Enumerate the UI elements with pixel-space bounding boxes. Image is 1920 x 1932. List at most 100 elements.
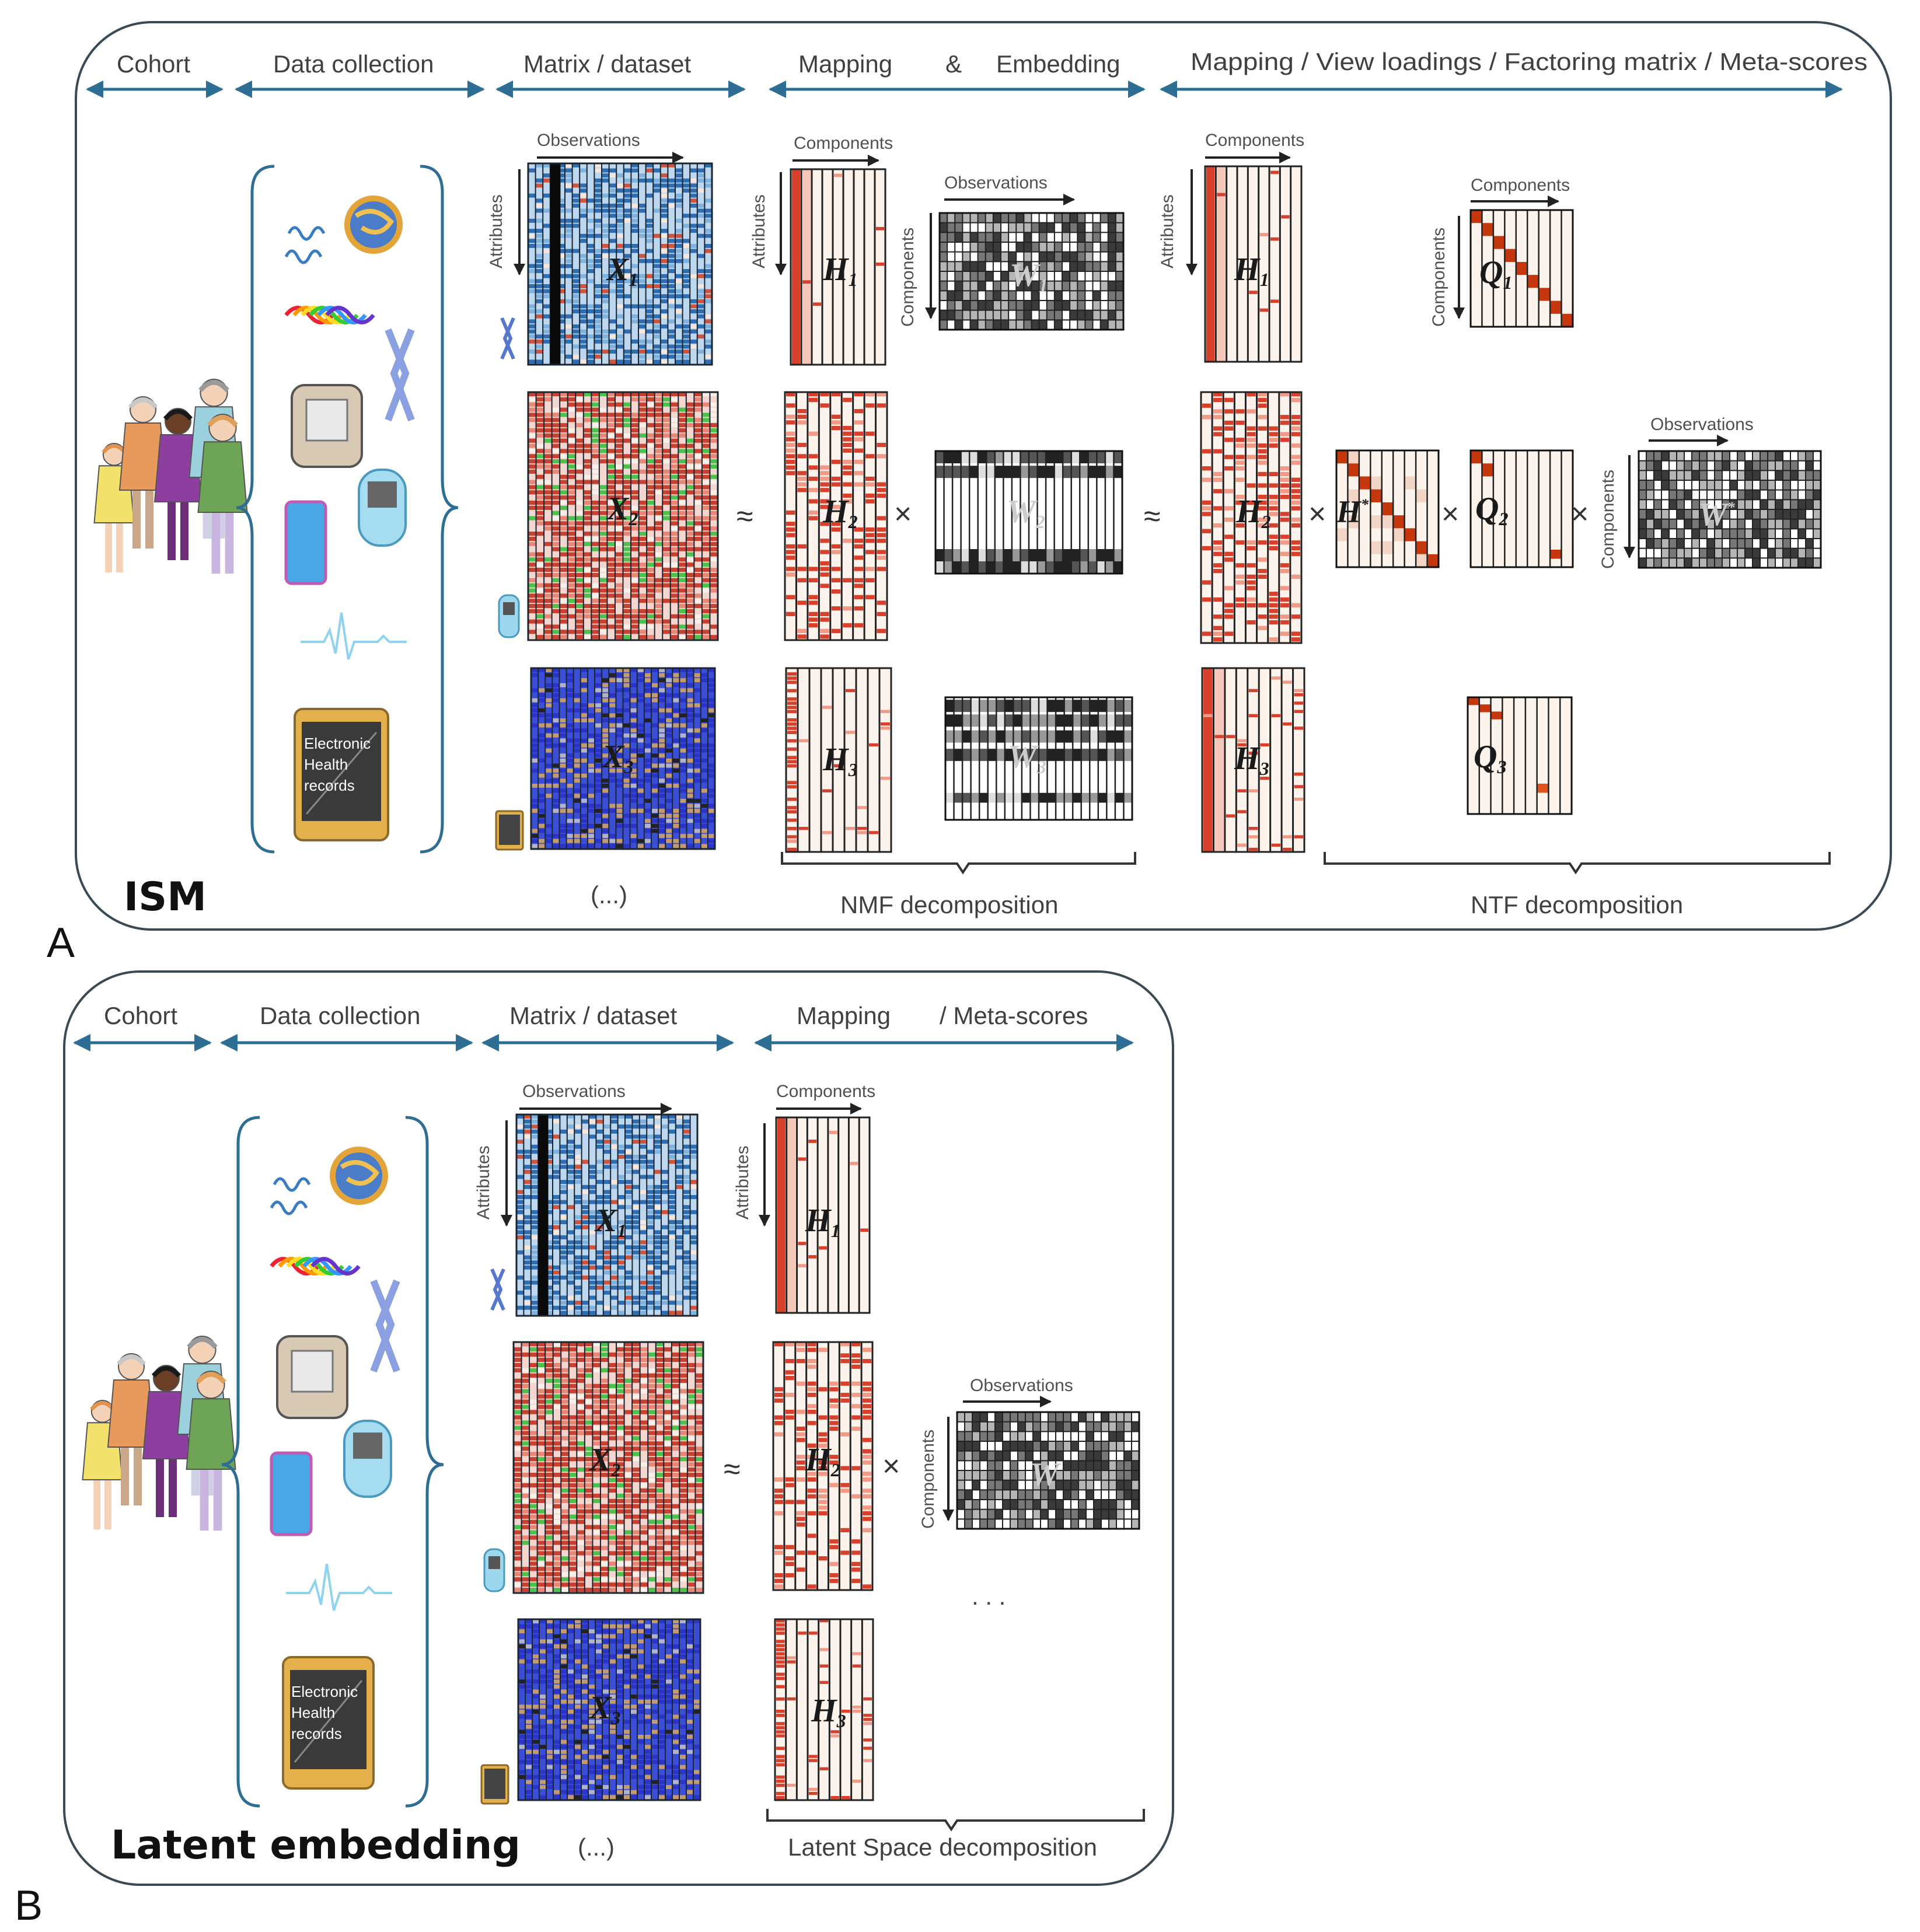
latent-brace <box>766 1809 1145 1832</box>
ntf-decomposition-label: NTF decomposition <box>1471 891 1683 918</box>
panel-a-letter: A <box>47 920 75 966</box>
b-matrix-w <box>956 1411 1140 1530</box>
b-header-matrix-dataset: Matrix / dataset <box>509 1002 677 1029</box>
ehr-line-1: Electronic <box>304 735 371 752</box>
b-times-operator: × <box>882 1449 900 1483</box>
w1-observations-label: Observations <box>944 173 1048 193</box>
h1-ntf-attributes-label: Attributes <box>1158 194 1177 268</box>
w3-symbol: W3 <box>1008 739 1046 777</box>
panel-b: Cohort Data collection Matrix / dataset … <box>63 970 1174 1886</box>
matrix-q2 <box>1469 449 1574 568</box>
hstar-symbol: H* <box>1336 494 1369 529</box>
b-h1-attributes-label: Attributes <box>733 1145 752 1220</box>
b-data-collection-icons <box>270 1147 400 1611</box>
q1-components-label-top: Components <box>1471 176 1570 195</box>
panel-a: Cohort Data collection Matrix / dataset … <box>75 21 1892 931</box>
b-w-symbol: W <box>1030 1456 1062 1493</box>
matrix-x2 <box>527 391 719 641</box>
header-matrix-dataset: Matrix / dataset <box>523 50 691 78</box>
matrix-q3 <box>1467 696 1573 815</box>
matrix-h1-ntf <box>1204 165 1303 363</box>
data-collection-brace <box>236 165 459 854</box>
matrix-q1 <box>1469 209 1574 328</box>
b-ehr-line-1: Electronic <box>291 1683 358 1700</box>
x3-symbol: X3 <box>601 739 633 777</box>
data-collection-icons <box>284 195 415 660</box>
b-h1-components-label: Components <box>776 1082 875 1101</box>
approx-operator-2: ≈ <box>1144 499 1161 533</box>
q1-symbol: Q1 <box>1479 254 1512 293</box>
matrix-h3-ntf <box>1201 667 1305 853</box>
matrix-w2 <box>934 450 1123 575</box>
h1-ntf-symbol: H1 <box>1234 251 1269 290</box>
wstar-components-label: Components <box>1598 470 1618 569</box>
times-operator-2: × <box>1308 497 1326 531</box>
h1-attributes-label: Attributes <box>749 194 769 268</box>
times-operator-4: × <box>1571 497 1589 531</box>
b-header-meta-scores: / Meta-scores <box>940 1002 1088 1029</box>
b-dots: . . . <box>972 1582 1006 1610</box>
times-operator-3: × <box>1441 497 1459 531</box>
b-x1-chromosome-icon <box>490 1268 505 1311</box>
nmf-decomposition-label: NMF decomposition <box>840 891 1058 918</box>
b-header-data-collection: Data collection <box>260 1002 420 1029</box>
matrix-h3-nmf <box>785 667 892 853</box>
w2-symbol: W2 <box>1007 494 1045 532</box>
matrix-wstar <box>1638 450 1822 569</box>
panel-b-frame <box>63 970 1174 1886</box>
ehr-line-3: records <box>304 777 355 794</box>
b-matrix-h1 <box>775 1116 871 1314</box>
q2-symbol: Q2 <box>1475 491 1508 529</box>
header-ampersand: & <box>945 50 962 78</box>
h1-symbol: H1 <box>822 251 858 290</box>
panel-b-letter: B <box>15 1882 43 1929</box>
q3-symbol: Q3 <box>1474 739 1506 777</box>
ellipsis-a: (...) <box>591 881 627 909</box>
matrix-w1 <box>938 212 1125 331</box>
b-h1-symbol: H1 <box>805 1203 840 1241</box>
q1-components-label-side: Components <box>1429 228 1448 327</box>
b-w-components-label: Components <box>919 1430 938 1529</box>
panel-b-title: Latent embedding <box>111 1822 521 1868</box>
panel-a-frame <box>75 21 1892 931</box>
b-h3-symbol: H3 <box>811 1693 846 1731</box>
nmf-brace <box>781 852 1136 875</box>
panel-a-title: ISM <box>124 874 207 920</box>
header-data-collection: Data collection <box>273 50 434 78</box>
x2-glucometer-icon <box>498 594 520 638</box>
b-cohort-people-illustration <box>82 1336 236 1531</box>
b-matrix-x2 <box>512 1341 704 1594</box>
header-cohort: Cohort <box>117 50 190 78</box>
x1-chromosome-icon <box>500 317 515 360</box>
b-matrix-x1 <box>515 1113 699 1317</box>
wstar-symbol: W* <box>1698 497 1736 533</box>
matrix-w3 <box>944 696 1133 821</box>
b-w-observations-label: Observations <box>970 1376 1073 1395</box>
header-mapping: Mapping <box>798 50 892 78</box>
latent-space-decomposition-label: Latent Space decomposition <box>788 1833 1097 1861</box>
b-data-collection-brace <box>221 1116 444 1808</box>
matrix-h2-nmf <box>784 391 888 641</box>
b-matrix-h3 <box>774 1618 874 1801</box>
header-embedding: Embedding <box>996 50 1120 78</box>
ntf-brace <box>1324 852 1831 875</box>
wstar-observations-label: Observations <box>1650 415 1754 434</box>
matrix-h1-nmf <box>790 168 886 366</box>
b-x2-glucometer-icon <box>483 1548 505 1592</box>
b-x3-symbol: X3 <box>588 1690 620 1728</box>
h2-ntf-symbol: H2 <box>1235 494 1271 532</box>
matrix-x3 <box>530 667 716 850</box>
ellipsis-b: (...) <box>578 1833 615 1861</box>
b-header-cohort: Cohort <box>104 1002 177 1029</box>
matrix-x1 <box>527 162 713 366</box>
matrix-hstar <box>1335 449 1440 568</box>
ehr-tablet: Electronic Health records <box>294 708 389 841</box>
header-view-loadings: Mapping / View loadings / Factoring matr… <box>1191 48 1867 75</box>
b-matrix-x3 <box>517 1618 701 1801</box>
b-x1-attributes-label: Attributes <box>474 1145 493 1220</box>
b-h2-symbol: H2 <box>805 1442 840 1480</box>
b-ehr-line-2: Health <box>291 1704 335 1721</box>
b-ehr-tablet: Electronic Health records <box>282 1656 375 1790</box>
b-x1-symbol: X1 <box>594 1203 626 1241</box>
